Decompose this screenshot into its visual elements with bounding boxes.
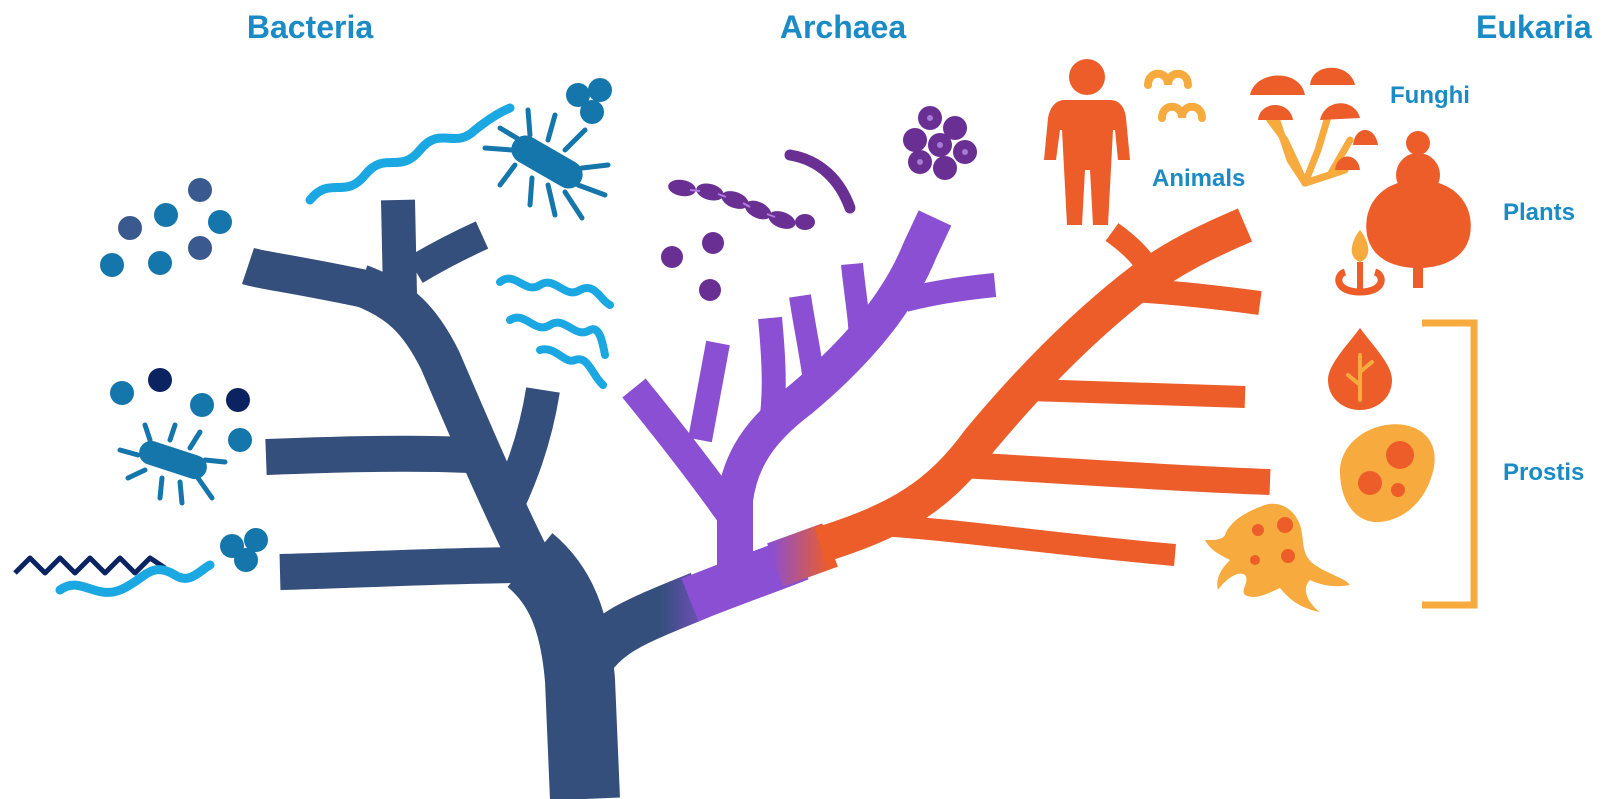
bird-icon bbox=[1148, 74, 1202, 118]
cocci-icon bbox=[661, 232, 724, 301]
cocci-icon bbox=[110, 368, 252, 452]
human-icon bbox=[1044, 59, 1130, 225]
cocci-cluster-icon bbox=[220, 528, 268, 572]
bacteria-branch bbox=[248, 200, 700, 799]
spirochete-icon bbox=[15, 558, 165, 573]
cocci-cluster-icon bbox=[566, 78, 612, 124]
eukaria-branch bbox=[820, 225, 1270, 555]
animals-label: Animals bbox=[1152, 165, 1245, 192]
eukaria-title: Eukaria bbox=[1476, 9, 1592, 45]
spirochete-pair-icon bbox=[500, 279, 610, 385]
archaea-branch bbox=[634, 218, 995, 600]
amoeba-icon bbox=[1205, 504, 1350, 612]
phylogenetic-tree bbox=[248, 200, 1270, 799]
bacteria-title: Bacteria bbox=[247, 9, 374, 45]
tree-icon bbox=[1366, 131, 1471, 288]
eukaria-organisms bbox=[1044, 59, 1474, 612]
plants-label: Plants bbox=[1503, 199, 1575, 226]
prostis-label: Prostis bbox=[1503, 459, 1584, 486]
vibrio-icon bbox=[790, 155, 850, 208]
sarcina-icon bbox=[903, 106, 977, 180]
chain-icon bbox=[667, 178, 815, 233]
bacillus-icon bbox=[485, 110, 608, 218]
mushroom-icon bbox=[1250, 68, 1378, 183]
cell-icon bbox=[1340, 424, 1435, 522]
cocci-icon bbox=[100, 178, 232, 277]
bacillus-icon bbox=[120, 425, 225, 503]
funghi-label: Funghi bbox=[1390, 82, 1470, 109]
spirilla-icon bbox=[310, 108, 510, 200]
archaea-title: Archaea bbox=[780, 9, 907, 45]
algae-drop-icon bbox=[1328, 328, 1392, 410]
spirilla-icon bbox=[60, 565, 210, 592]
